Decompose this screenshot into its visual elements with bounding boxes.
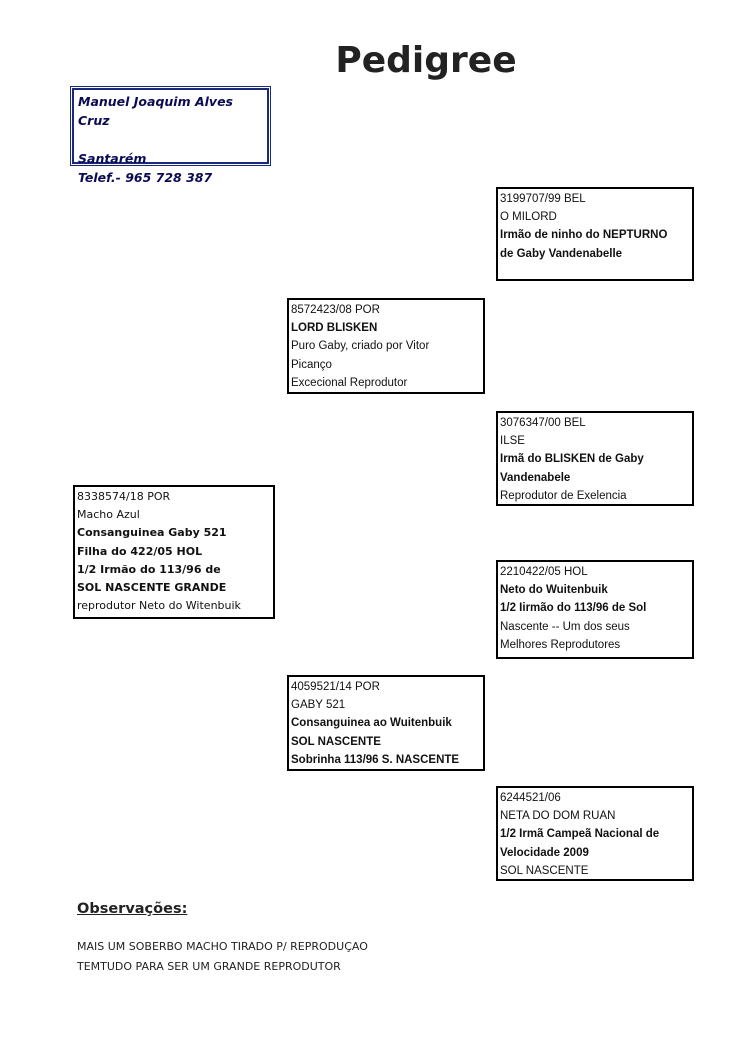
dam-dam-box: 6244521/06 NETA DO DOM RUAN 1/2 Irmã Camp…: [496, 786, 694, 881]
pedigree-line: Irmã do BLISKEN de Gaby: [500, 453, 644, 466]
pedigree-line: 4059521/14 POR: [291, 681, 380, 693]
pedigree-line: GABY 521: [291, 699, 346, 712]
pedigree-line: 1/2 Iirmão do 113/96 de Sol: [500, 602, 647, 615]
pedigree-line: LORD BLISKEN: [291, 322, 378, 335]
pedigree-line: NETA DO DOM RUAN: [500, 810, 616, 823]
pedigree-line: 8572423/08 POR: [291, 304, 380, 316]
observation-line: TEMTUDO PARA SER UM GRANDE REPRODUTOR: [77, 960, 341, 973]
pedigree-line: ILSE: [500, 435, 525, 448]
pedigree-line: Filha do 422/05 HOL: [77, 544, 203, 558]
page-title: Pedigree: [335, 40, 517, 81]
pedigree-line: Melhores Reprodutores: [500, 638, 621, 651]
pedigree-line: 2210422/05 HOL: [500, 566, 588, 578]
pedigree-line: 1/2 Irmão do 113/96 de: [77, 562, 221, 576]
pedigree-line: 3076347/00 BEL: [500, 417, 586, 429]
pedigree-line: Nascente -- Um dos seus: [500, 620, 630, 633]
pedigree-line: Picanço: [291, 358, 332, 371]
observation-line: MAIS UM SOBERBO MACHO TIRADO P/ REPRODUÇ…: [77, 940, 368, 953]
pedigree-line: Sobrinha 113/96 S. NASCENTE: [291, 753, 460, 766]
pedigree-line: 8338574/18 POR: [77, 490, 171, 503]
pedigree-line: de Gaby Vandenabelle: [500, 247, 623, 260]
pedigree-line: Velocidade 2009: [500, 846, 589, 859]
pedigree-line: Neto do Wuitenbuik: [500, 584, 608, 597]
sire-dam-box: 3076347/00 BEL ILSE Irmã do BLISKEN de Gab…: [496, 411, 694, 506]
pedigree-line: 3199707/99 BEL: [500, 193, 586, 205]
pedigree-line: 1/2 Irmã Campeã Nacional de: [500, 828, 660, 841]
pedigree-line: Consanguinea Gaby 521: [77, 526, 227, 540]
pedigree-line: Reprodutor de Exelencia: [500, 489, 627, 502]
owner-city: Santarém: [78, 151, 147, 166]
pedigree-line: Vandenabele: [500, 471, 571, 484]
pedigree-line: O MILORD: [500, 211, 557, 224]
pedigree-line: SOL NASCENTE: [291, 735, 381, 748]
owner-card: Manuel Joaquim Alves Cruz Santarém Telef…: [70, 86, 271, 185]
sire-box: 8572423/08 POR LORD BLISKEN Puro Gaby, cri…: [287, 298, 485, 394]
dam-sire-box: 2210422/05 HOL Neto do Wuitenbuik 1/2 Iirm…: [496, 560, 694, 659]
pedigree-line: Macho Azul: [77, 508, 140, 522]
owner-phone: Telef.- 965 728 387: [78, 170, 213, 185]
pedigree-line: SOL NASCENTE GRANDE: [77, 581, 227, 595]
pedigree-line: Puro Gaby, criado por Vitor: [291, 340, 430, 353]
owner-name: Manuel Joaquim Alves Cruz: [78, 94, 233, 128]
pedigree-line: Irmão de ninho do NEPTURNO: [500, 229, 668, 242]
pedigree-line: Excecional Reprodutor: [291, 376, 408, 389]
observations-heading: Observações:: [77, 901, 188, 917]
pedigree-line: SOL NASCENTE: [500, 864, 589, 877]
pedigree-line: Consanguinea ao Wuitenbuik: [291, 717, 452, 730]
pedigree-line: 6244521/06: [500, 792, 561, 804]
sire-sire-box: 3199707/99 BEL O MILORD Irmão de ninho do …: [496, 187, 694, 281]
pedigree-line: reprodutor Neto do Witenbuik: [77, 599, 241, 613]
